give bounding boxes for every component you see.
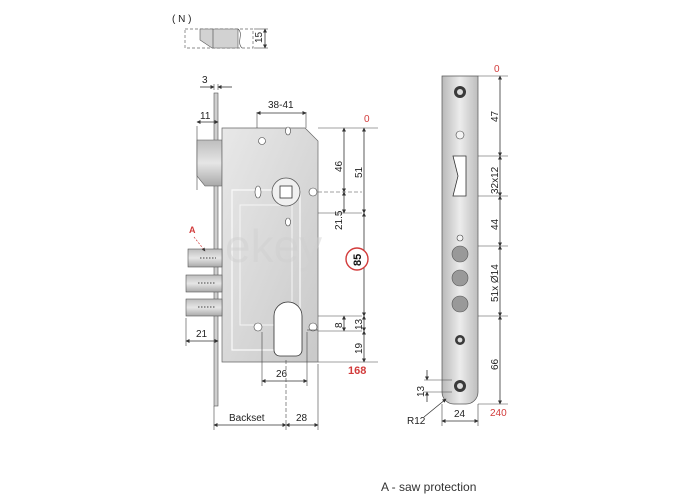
dim-168: 168	[348, 365, 366, 377]
dim-zero-side: 0	[364, 114, 370, 125]
faceplate-front-view: 0 47 32x12 44 51x Ø14 66 240 13 R12 24	[407, 64, 508, 427]
dim-47: 47	[490, 110, 501, 122]
dim-19: 19	[354, 342, 365, 354]
screw-bottom	[454, 380, 466, 392]
dim-28: 28	[296, 413, 308, 424]
dim-8: 8	[334, 322, 345, 328]
bolt-hole-1	[451, 245, 469, 263]
detail-n-label: ( N )	[172, 14, 191, 25]
dim-3: 3	[202, 75, 208, 86]
cylinder-cutout	[273, 301, 303, 357]
dim-21-5: 21.5	[334, 210, 345, 230]
dim-85-circle	[345, 247, 369, 271]
screw-top	[454, 86, 466, 98]
label-backset: Backset	[229, 413, 265, 424]
dim-11: 11	[200, 111, 211, 122]
dim-66: 66	[490, 358, 501, 370]
deadbolt-upper	[187, 248, 223, 268]
bolt-hole-3	[451, 295, 469, 313]
dim-38-41: 38-41	[268, 100, 294, 111]
latch-top-detail: ( N ) 15	[172, 14, 268, 49]
dim-46: 46	[334, 160, 345, 172]
lock-side-view: 3 11 A 38	[185, 75, 378, 430]
dim-32x12: 32x12	[490, 166, 501, 194]
dim-zero-plate: 0	[494, 64, 500, 75]
dim-21: 21	[196, 329, 208, 340]
latch-opening	[452, 155, 467, 197]
watermark: ekey	[225, 220, 322, 272]
dim-13-plate: 13	[416, 385, 427, 397]
dim-26: 26	[276, 369, 288, 380]
bolt-hole-2	[451, 269, 469, 287]
dim-51: 51	[354, 166, 365, 178]
legend-caption: A - saw protection	[381, 480, 476, 494]
dim-240: 240	[490, 408, 507, 419]
dim-15: 15	[254, 31, 265, 43]
dim-85: 85	[352, 254, 364, 266]
dim-r12: R12	[407, 416, 426, 427]
detail-latch-bevel	[199, 28, 239, 49]
latch-bolt	[196, 139, 223, 187]
dim-44: 44	[490, 218, 501, 230]
dim-51x14: 51x Ø14	[490, 264, 501, 302]
saw-protection-marker: A	[189, 225, 196, 235]
dim-13-side: 13	[354, 318, 365, 330]
small-hole-upper	[455, 130, 465, 140]
dim-24: 24	[454, 409, 466, 420]
spindle-square	[279, 185, 293, 199]
